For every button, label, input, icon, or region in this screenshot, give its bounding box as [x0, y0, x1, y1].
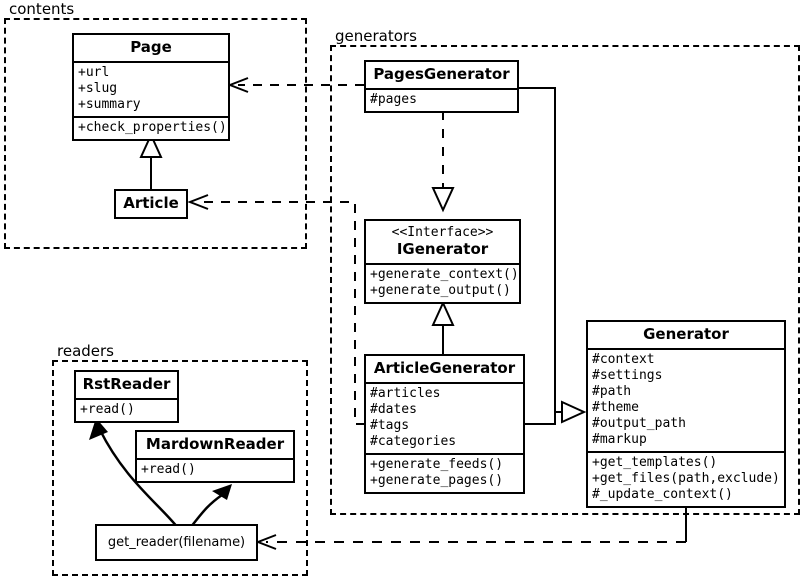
class-rst-reader-title: RstReader — [82, 375, 171, 393]
member: #articles — [370, 386, 441, 401]
class-igenerator-stereotype: <<Interface>> — [391, 225, 494, 240]
class-mardown-reader[interactable]: MardownReader +read() — [135, 430, 295, 483]
class-generator-methods: +get_templates() +get_files(path,exclude… — [588, 451, 784, 506]
class-igenerator-title: <<Interface>> IGenerator — [366, 221, 519, 263]
class-article-title: Article — [123, 194, 179, 212]
class-generator-attributes: #context #settings #path #theme #output_… — [588, 348, 784, 451]
class-page-methods: +check_properties() — [74, 116, 228, 139]
member: #categories — [370, 434, 457, 449]
function-get-reader-label: get_reader(filename) — [107, 535, 246, 550]
class-pages-generator-title: PagesGenerator — [373, 65, 510, 83]
member: +check_properties() — [78, 120, 227, 135]
member: #dates — [370, 402, 417, 417]
package-contents — [4, 18, 307, 249]
function-get-reader[interactable]: get_reader(filename) — [95, 524, 258, 561]
member: +generate_pages() — [370, 473, 504, 488]
class-article-generator-attributes: #articles #dates #tags #categories — [366, 382, 523, 453]
member: +get_templates() — [592, 455, 718, 470]
class-rst-reader-methods: +read() — [76, 398, 177, 421]
member: +generate_output() — [370, 283, 511, 298]
class-mardown-reader-title: MardownReader — [145, 435, 285, 453]
class-igenerator[interactable]: <<Interface>> IGenerator +generate_conte… — [364, 219, 521, 304]
package-readers — [52, 360, 308, 576]
member: #context — [592, 352, 655, 367]
class-page-title: Page — [130, 38, 172, 56]
member: +url — [78, 65, 110, 80]
member: +read() — [80, 402, 135, 417]
member: +slug — [78, 81, 118, 96]
member: #_update_context() — [592, 487, 733, 502]
class-pages-generator[interactable]: PagesGenerator #pages — [364, 60, 519, 113]
member: +read() — [141, 462, 196, 477]
class-generator-title: Generator — [643, 325, 729, 343]
class-generator[interactable]: Generator #context #settings #path #them… — [586, 320, 786, 508]
member: #output_path — [592, 416, 686, 431]
member: +generate_feeds() — [370, 457, 504, 472]
member: #path — [592, 384, 632, 399]
class-page-attributes: +url +slug +summary — [74, 61, 228, 116]
package-generators-label: generators — [332, 28, 420, 44]
package-readers-label: readers — [54, 343, 117, 359]
member: #tags — [370, 418, 410, 433]
member: #theme — [592, 400, 639, 415]
class-mardown-reader-methods: +read() — [137, 458, 293, 481]
member: #pages — [370, 92, 417, 107]
class-page[interactable]: Page +url +slug +summary +check_properti… — [72, 33, 230, 141]
class-pages-generator-attributes: #pages — [366, 88, 517, 111]
member: +get_files(path,exclude) — [592, 471, 780, 486]
member: #markup — [592, 432, 647, 447]
class-article-generator[interactable]: ArticleGenerator #articles #dates #tags … — [364, 354, 525, 494]
package-contents-label: contents — [6, 1, 78, 17]
member: +generate_context() — [370, 267, 519, 282]
class-article[interactable]: Article — [114, 189, 188, 219]
class-igenerator-name: IGenerator — [396, 240, 489, 258]
class-article-generator-methods: +generate_feeds() +generate_pages() — [366, 453, 523, 492]
member: +summary — [78, 97, 141, 112]
class-igenerator-methods: +generate_context() +generate_output() — [366, 263, 519, 302]
class-article-generator-title: ArticleGenerator — [373, 359, 516, 377]
member: #settings — [592, 368, 663, 383]
class-rst-reader[interactable]: RstReader +read() — [74, 370, 179, 423]
